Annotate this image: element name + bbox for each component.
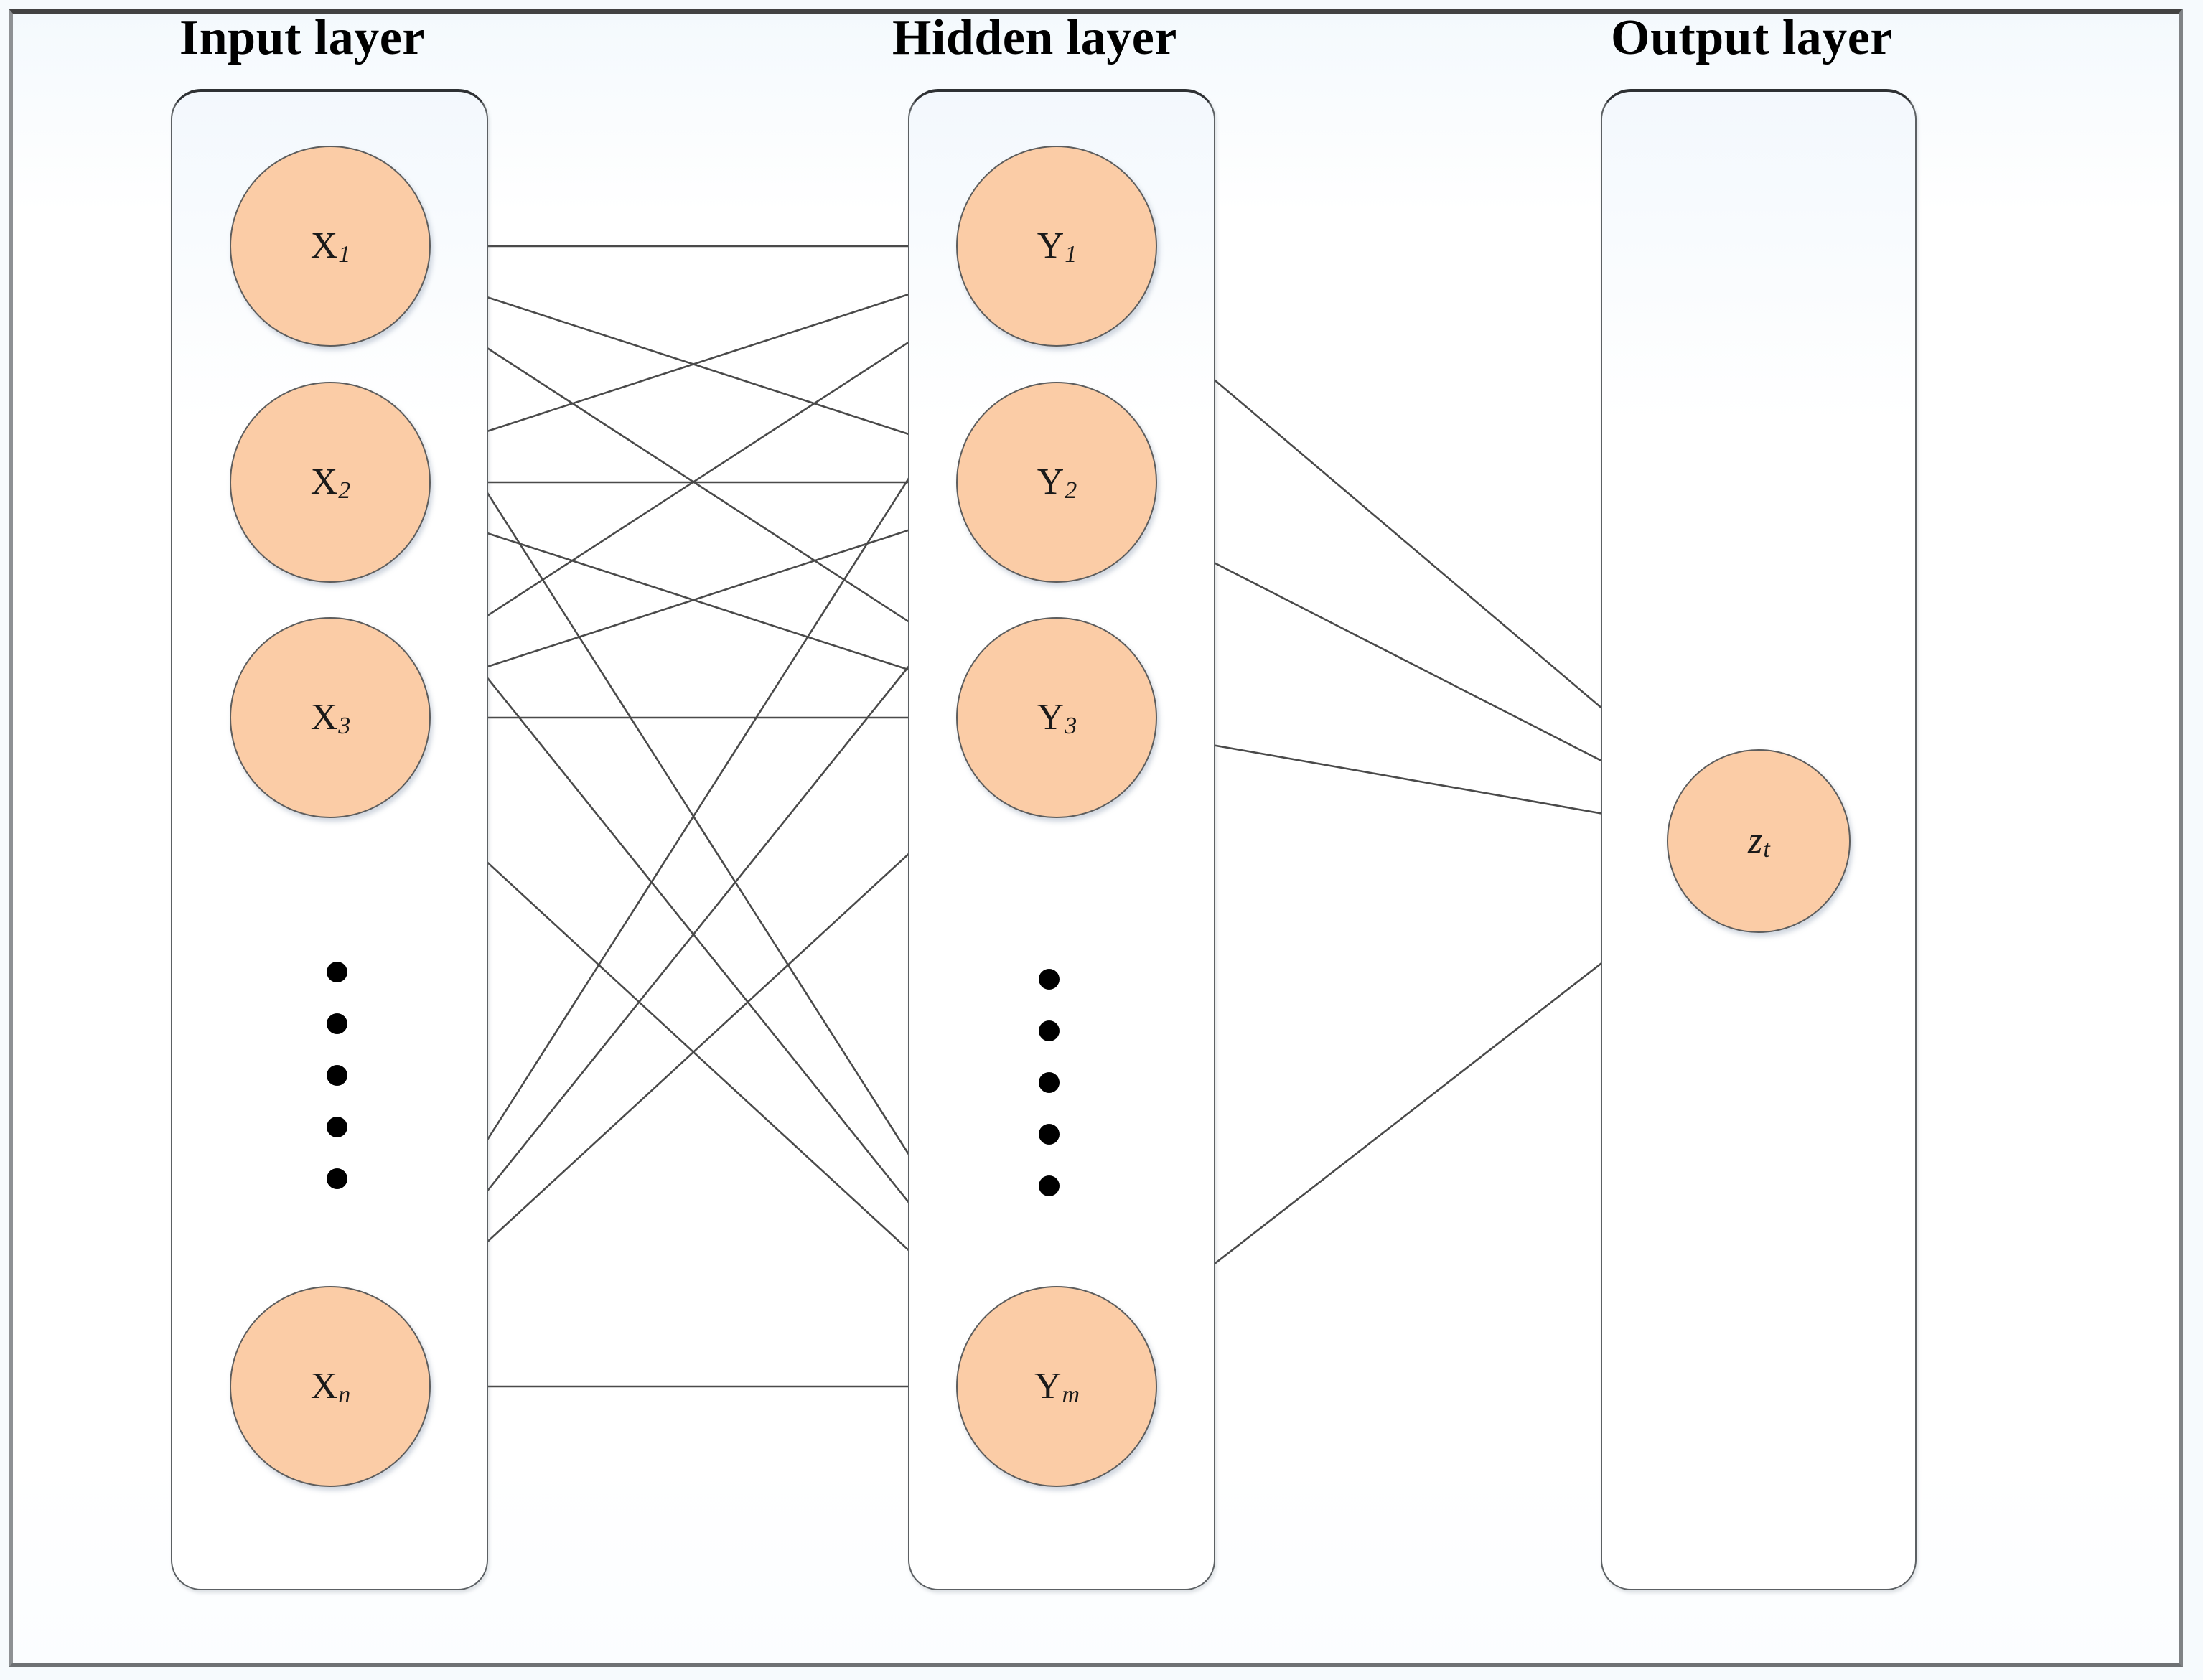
neuron-label-sub-x2: 2 (338, 477, 351, 504)
neuron-label-x3: X3 (310, 697, 351, 739)
neuron-y2[interactable]: Y2 (956, 382, 1157, 583)
layer-title-hidden: Hidden layer (892, 10, 1177, 65)
neuron-label-y1: Y1 (1037, 225, 1077, 268)
neuron-label-x1: X1 (310, 225, 351, 268)
ellipsis-dot (327, 1065, 347, 1086)
ellipsis-dot (327, 962, 347, 982)
neuron-label-xn: Xn (310, 1366, 351, 1408)
neuron-y3[interactable]: Y3 (956, 617, 1157, 818)
edge-x3-to-ym (403, 784, 983, 1319)
neuron-label-x2: X2 (310, 461, 351, 504)
neuron-label-base-x1: X (310, 225, 338, 266)
neuron-label-y2: Y2 (1037, 461, 1077, 504)
neuron-label-base-zt: z (1748, 820, 1763, 861)
ellipsis-dot (327, 1013, 347, 1034)
layer-title-input: Input layer (179, 10, 425, 65)
edge-x1-to-y3 (413, 300, 973, 664)
neuron-label-base-x2: X (310, 461, 338, 502)
vertical-ellipsis-input (327, 962, 347, 1189)
edge-x2-to-y1 (425, 276, 961, 452)
neuron-label-base-xn: X (310, 1366, 338, 1407)
neuron-label-sub-x1: 1 (338, 241, 351, 268)
ellipsis-dot (1039, 1072, 1060, 1093)
neuron-label-sub-x3: 3 (338, 713, 351, 739)
neuron-label-base-y3: Y (1037, 697, 1065, 738)
edge-x3-to-y2 (425, 512, 961, 688)
neuron-x2[interactable]: X2 (230, 382, 431, 583)
neuron-label-base-ym: Y (1034, 1366, 1062, 1407)
neuron-ym[interactable]: Ym (956, 1286, 1157, 1487)
neuron-label-sub-y2: 2 (1065, 477, 1077, 504)
neuron-label-y3: Y3 (1037, 697, 1077, 739)
ellipsis-dot (1039, 1175, 1060, 1196)
edge-x1-to-y2 (425, 276, 961, 452)
neuron-label-sub-zt: t (1763, 836, 1770, 863)
neuron-label-sub-ym: m (1062, 1381, 1080, 1408)
ellipsis-dot (1039, 969, 1060, 990)
neuron-y1[interactable]: Y1 (956, 146, 1157, 347)
neuron-label-sub-xn: n (338, 1381, 351, 1408)
edge-y3-to-zt (1155, 733, 1668, 829)
neuron-label-sub-y3: 3 (1065, 713, 1077, 739)
neuron-x3[interactable]: X3 (230, 617, 431, 818)
neuron-xn[interactable]: Xn (230, 1286, 431, 1487)
neuron-x1[interactable]: X1 (230, 146, 431, 347)
neuron-label-base-y1: Y (1037, 225, 1065, 266)
vertical-ellipsis-hidden (1039, 969, 1060, 1196)
neuron-label-base-y2: Y (1037, 461, 1065, 502)
neuron-label-base-x3: X (310, 697, 338, 738)
ellipsis-dot (327, 1117, 347, 1137)
neuron-label-ym: Ym (1034, 1366, 1080, 1408)
edge-x2-to-y3 (425, 512, 961, 688)
layer-title-output: Output layer (1611, 10, 1893, 65)
ellipsis-dot (1039, 1124, 1060, 1145)
ellipsis-dot (1039, 1020, 1060, 1041)
edge-xn-to-y3 (403, 785, 983, 1320)
edge-y2-to-zt (1146, 527, 1677, 800)
neuron-label-zt: zt (1748, 820, 1770, 863)
neuron-zt[interactable]: zt (1667, 749, 1851, 933)
ellipsis-dot (327, 1168, 347, 1189)
neuron-label-sub-y1: 1 (1065, 241, 1077, 268)
edge-x3-to-y1 (413, 300, 973, 664)
